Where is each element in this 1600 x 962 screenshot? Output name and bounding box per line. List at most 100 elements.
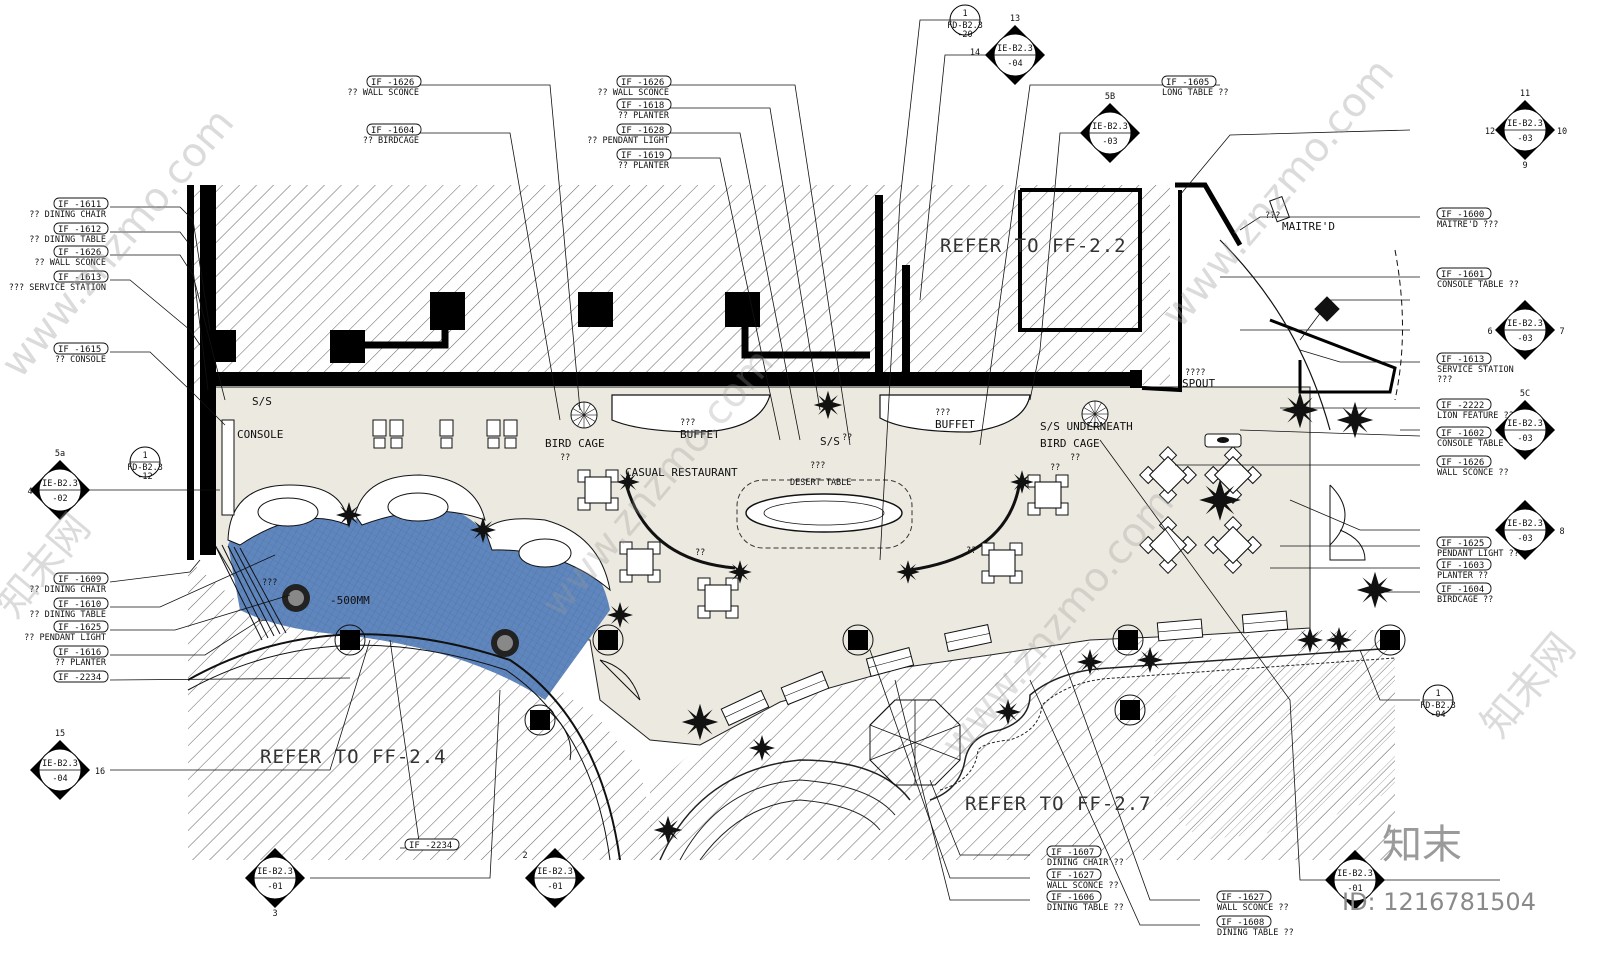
round-booths [227, 474, 611, 592]
elevation-marker-10: IE-B2.3-01 [525, 848, 585, 908]
dining-chair [1223, 555, 1243, 574]
desert-table-label: DESERT TABLE [790, 478, 851, 488]
tag-box [1216, 915, 1272, 928]
tag-box [616, 123, 672, 136]
stairs-curve-2 [679, 779, 896, 861]
planter-leaves [1281, 391, 1319, 429]
tag-code: IF -1618 [621, 101, 664, 111]
callout-number: 1 [142, 451, 147, 461]
counter-chair-seat [503, 419, 518, 437]
tag-box [1046, 845, 1102, 858]
dining-chair [1158, 516, 1178, 535]
booth-table-set [944, 624, 992, 652]
marker-view: -01 [1347, 884, 1362, 894]
structural-column [592, 624, 624, 656]
wall-curve-right-edge [1394, 249, 1403, 401]
booth-table-3 [518, 538, 572, 568]
marker-sheet: IE-B2.3 [1507, 319, 1543, 329]
tag-code: IF -1627 [1221, 893, 1264, 903]
planter-leaves [1010, 470, 1034, 494]
elevation-marker-6: IE-B2.3 -03 [1495, 300, 1555, 360]
wall-top-main [200, 372, 1140, 386]
dining-chair [1223, 446, 1243, 465]
tag-code: IF -1609 [58, 575, 101, 585]
planter [1281, 391, 1319, 429]
dining-table [1213, 525, 1253, 565]
wall-step-a [365, 330, 449, 349]
terrace-steps [214, 544, 287, 641]
tag-code: IF -1601 [1441, 270, 1484, 280]
tag-desc: CONSOLE TABLE ?? [1437, 280, 1519, 290]
tag-desc: ?? PENDANT LIGHT [587, 136, 669, 146]
column-core [1120, 700, 1140, 720]
gazebo [869, 699, 961, 786]
planter [470, 517, 496, 543]
tag-box [1436, 455, 1492, 468]
bird-cage-left-label: BIRD CAGE [545, 437, 605, 450]
spout-label: SPOUT [1182, 377, 1215, 390]
birdcage [1081, 400, 1109, 428]
planter-leaves [336, 502, 362, 528]
callout-view: -20 [957, 30, 972, 40]
path-bottom-right [929, 647, 1396, 801]
lion-feature-spout [1217, 437, 1229, 443]
callout-number: 1 [962, 9, 967, 19]
marker-side-number: 6 [1487, 327, 1492, 337]
note-q-a: ?? [695, 548, 705, 558]
tag-box [1161, 75, 1217, 88]
desert-table-top [745, 493, 903, 533]
marker-view: -03 [1517, 334, 1532, 344]
tag-code: IF -1605 [1166, 78, 1209, 88]
column-core [530, 710, 550, 730]
wall-left [200, 185, 216, 555]
wall-curve-bottom-left [187, 633, 621, 861]
wall-left-outer [187, 185, 194, 560]
marker-sheet: IE-B2.3 [42, 479, 78, 489]
tag-desc: DINING CHAIR ?? [1047, 858, 1124, 868]
door-right-1 [1329, 484, 1346, 547]
planter [813, 390, 843, 420]
buffet-left-label: BUFFET [680, 428, 720, 441]
birdcage-bar [583, 414, 596, 422]
tag-box [366, 123, 422, 136]
tag-box [53, 342, 109, 355]
tag-box [53, 222, 109, 235]
dining-table-set [1139, 516, 1197, 574]
hatch-mid-right [1150, 660, 1395, 840]
wall-block-4 [578, 292, 613, 327]
tag-box [1436, 398, 1492, 411]
column-ring [1112, 624, 1144, 656]
callout-sheet: FD-B2.3 [127, 463, 163, 473]
planter-leaves [616, 470, 640, 494]
dining-chair [1223, 516, 1243, 535]
tag-box [53, 620, 109, 633]
birdcage-bar [1094, 402, 1102, 415]
column-ring [1114, 694, 1146, 726]
tag-code: IF -2222 [1441, 401, 1484, 411]
column-core [340, 630, 360, 650]
refer-label-c: REFER TO FF-2.7 [965, 793, 1152, 815]
dining-table-set [577, 469, 619, 511]
counter-chair [439, 419, 454, 449]
dining-chair [1158, 485, 1178, 504]
planter [1336, 401, 1374, 439]
marker-side-number: 16 [95, 767, 105, 777]
tag-box [1436, 207, 1492, 220]
birdcage-bar [583, 403, 591, 416]
planter [995, 699, 1021, 725]
marker-number: 5C [1520, 389, 1530, 399]
terrace-planter [491, 629, 519, 657]
tag-code: IF -1600 [1441, 210, 1484, 220]
marker-side-number: 8 [1559, 527, 1564, 537]
maitre-label: MAITRE'D [1282, 220, 1335, 233]
planter [896, 560, 920, 584]
tag-15: IF -1628?? PENDANT LIGHT [587, 123, 672, 146]
